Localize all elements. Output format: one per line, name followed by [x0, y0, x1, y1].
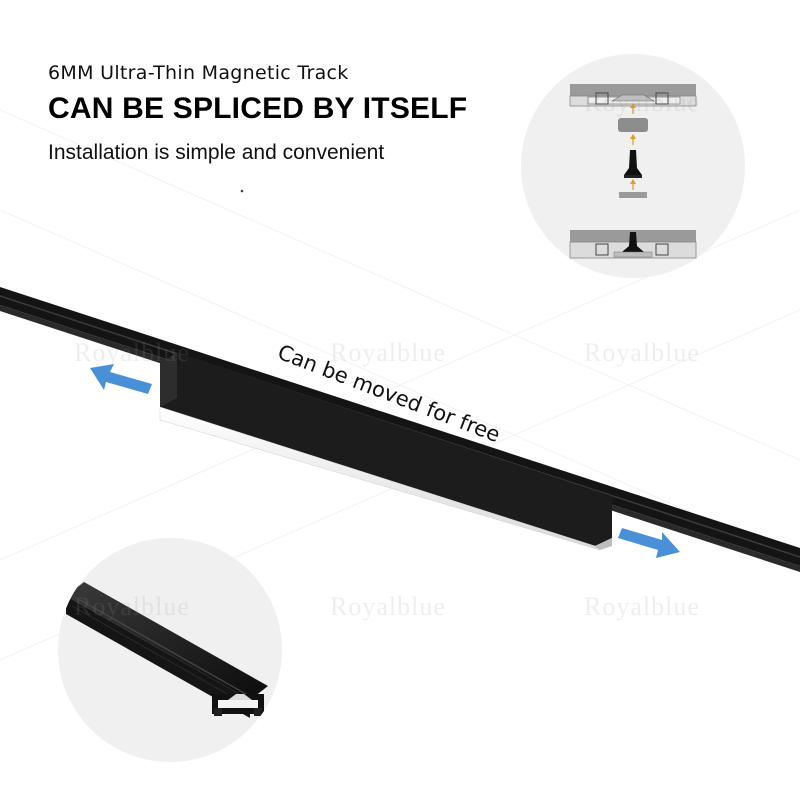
watermark-text: Royalblue: [584, 88, 700, 117]
watermark-text: Royalblue: [330, 338, 446, 367]
watermark-text: Royalblue: [584, 592, 700, 621]
linear-lamp: [159, 353, 612, 551]
watermark-text: Royalblue: [584, 338, 700, 367]
watermark-text: Royalblue: [330, 592, 446, 621]
profile-detail-circle: [58, 538, 282, 762]
headline-note: Installation is simple and convenient: [48, 141, 385, 164]
watermark-text: Royalblue: [74, 338, 190, 367]
splice-detail-circle: [521, 54, 745, 278]
marker-dot: [240, 189, 244, 193]
watermark-text: Royalblue: [74, 592, 190, 621]
headline-subtitle: 6MM Ultra-Thin Magnetic Track: [48, 62, 349, 84]
move-arrow-right: [618, 528, 680, 558]
move-arrow-left: [90, 364, 152, 394]
headline-title: CAN BE SPLICED BY ITSELF: [48, 92, 468, 125]
